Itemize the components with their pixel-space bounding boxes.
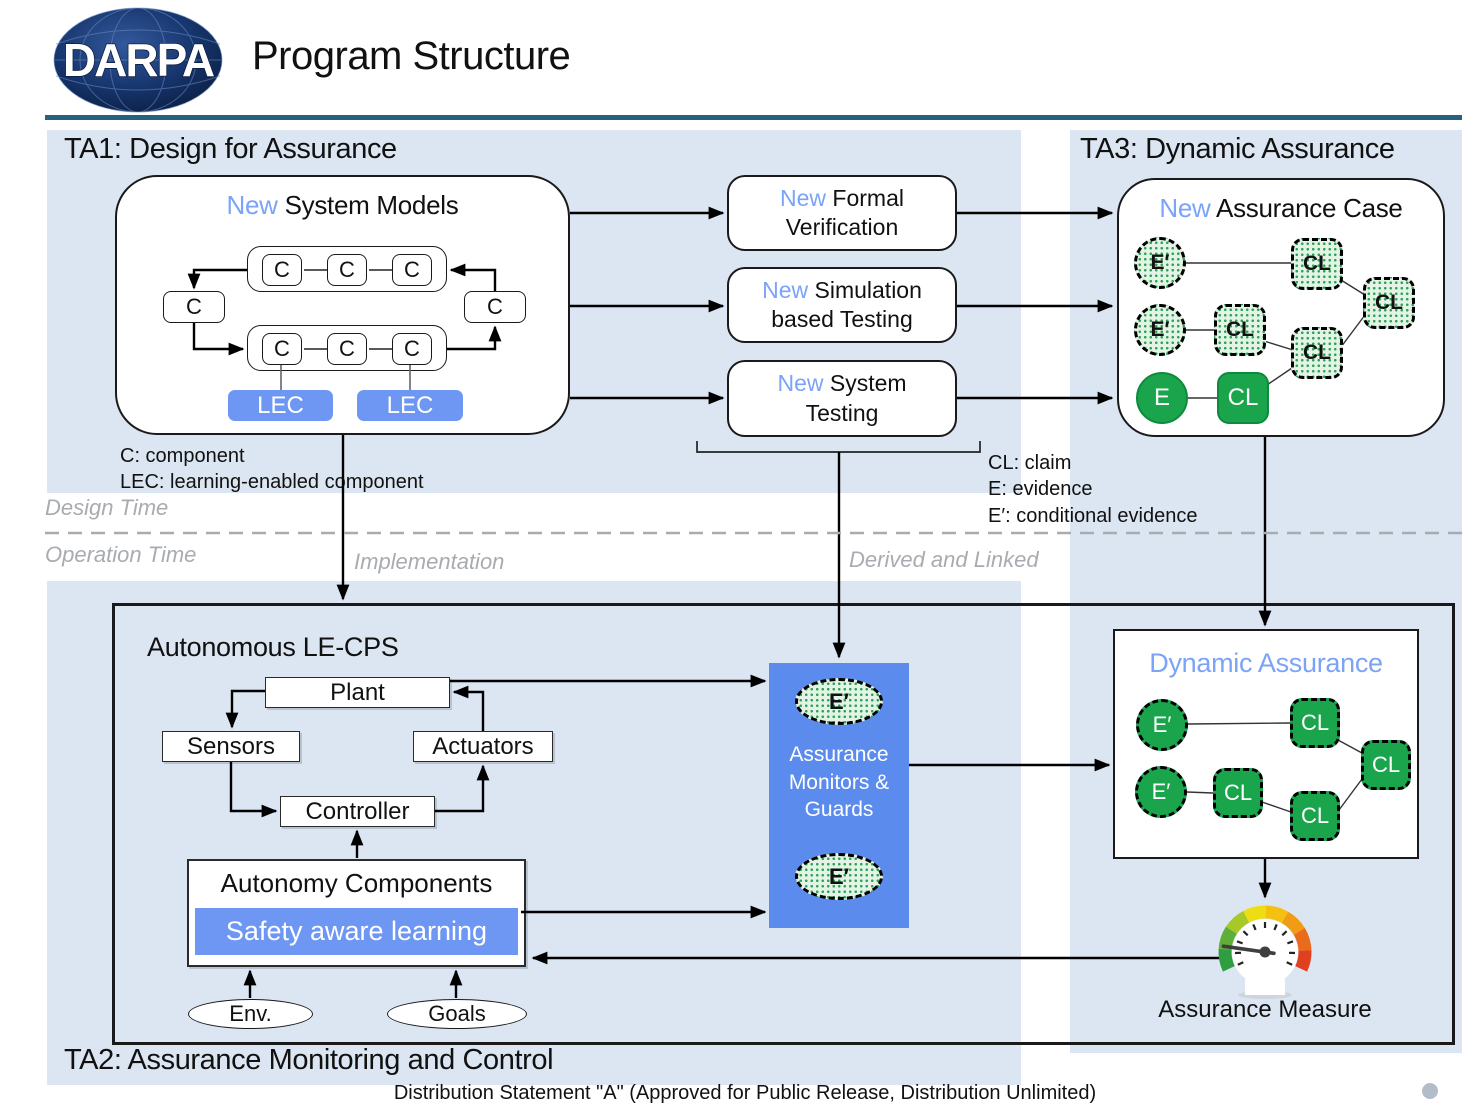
page-number-dot bbox=[1422, 1083, 1438, 1099]
sensors-box: Sensors bbox=[162, 731, 300, 762]
claim-node: CL bbox=[1291, 238, 1343, 290]
system-models-title: New System Models bbox=[115, 190, 570, 221]
evidence-node: E bbox=[1136, 372, 1188, 424]
conditional-evidence-node: E′ bbox=[1134, 237, 1186, 289]
component-node: C bbox=[327, 333, 367, 365]
formal-verification-label: New Formal Verification bbox=[742, 184, 942, 243]
actuators-box: Actuators bbox=[413, 731, 553, 762]
assurance-case-title: New Assurance Case bbox=[1117, 193, 1445, 224]
system-testing-label: New System Testing bbox=[747, 369, 937, 428]
plant-box: Plant bbox=[265, 677, 450, 708]
new-text: New bbox=[762, 277, 808, 303]
claim-node: CL bbox=[1361, 740, 1411, 790]
legend-evidence: E: evidence bbox=[988, 476, 1197, 502]
conditional-evidence-node: E′ bbox=[1136, 699, 1188, 751]
claim-node: CL bbox=[1290, 791, 1340, 841]
implementation-label: Implementation bbox=[354, 549, 504, 575]
ta1-label: TA1: Design for Assurance bbox=[64, 133, 397, 166]
lec-node: LEC bbox=[357, 390, 463, 421]
component-node-left: C bbox=[163, 291, 225, 323]
page-title: Program Structure bbox=[252, 34, 570, 79]
monitors-label: Assurance Monitors & Guards bbox=[769, 741, 909, 824]
new-text: New bbox=[780, 185, 826, 211]
conditional-evidence-ellipse: E′ bbox=[795, 678, 883, 725]
derived-linked-label: Derived and Linked bbox=[849, 547, 1039, 573]
lecps-title: Autonomous LE-CPS bbox=[147, 632, 399, 663]
simulation-testing-box: New Simulation based Testing bbox=[727, 267, 957, 343]
claim-node-solid: CL bbox=[1217, 372, 1269, 424]
component-node: C bbox=[327, 254, 367, 286]
conditional-evidence-node: E′ bbox=[1134, 304, 1186, 356]
simulation-testing-label: New Simulation based Testing bbox=[739, 276, 945, 335]
legend-conditional-evidence: E′: conditional evidence bbox=[988, 503, 1197, 529]
formal-verification-box: New Formal Verification bbox=[727, 175, 957, 251]
system-models-title-rest: System Models bbox=[285, 190, 459, 220]
ta1-legend: C: component LEC: learning-enabled compo… bbox=[120, 443, 424, 496]
svg-text:DARPA: DARPA bbox=[63, 34, 214, 86]
darpa-logo: DARPA bbox=[50, 6, 226, 114]
conditional-evidence-node: E′ bbox=[1135, 766, 1187, 818]
claim-node: CL bbox=[1213, 768, 1263, 818]
component-node: C bbox=[392, 254, 432, 286]
component-node: C bbox=[392, 333, 432, 365]
autonomy-components-title: Autonomy Components bbox=[187, 868, 526, 899]
header-rule bbox=[45, 115, 1462, 120]
design-time-label: Design Time bbox=[45, 495, 168, 521]
legend-component: C: component bbox=[120, 443, 424, 469]
gauge-hub bbox=[1260, 947, 1271, 958]
lec-node: LEC bbox=[228, 390, 333, 421]
assurance-case-title-new: New bbox=[1159, 193, 1210, 223]
component-node: C bbox=[262, 254, 302, 286]
claim-node: CL bbox=[1290, 698, 1340, 748]
monitors-line1: Assurance bbox=[769, 741, 909, 769]
env-ellipse: Env. bbox=[188, 999, 313, 1029]
component-node: C bbox=[262, 333, 302, 365]
ta2-label: TA2: Assurance Monitoring and Control bbox=[64, 1044, 553, 1077]
ta3-label: TA3: Dynamic Assurance bbox=[1080, 133, 1395, 166]
component-node-right: C bbox=[464, 291, 526, 323]
claim-node: CL bbox=[1291, 327, 1343, 379]
conditional-evidence-ellipse: E′ bbox=[795, 853, 883, 900]
claim-node: CL bbox=[1363, 277, 1415, 329]
assurance-case-title-rest: Assurance Case bbox=[1216, 193, 1403, 223]
controller-box: Controller bbox=[280, 796, 435, 827]
safety-aware-learning-bar: Safety aware learning bbox=[195, 908, 518, 955]
new-text: New bbox=[777, 370, 823, 396]
assurance-gauge bbox=[1216, 903, 1314, 1001]
legend-claim: CL: claim bbox=[988, 450, 1197, 476]
system-testing-box: New System Testing bbox=[727, 360, 957, 437]
monitors-line2: Monitors & bbox=[769, 769, 909, 797]
dynamic-assurance-title: Dynamic Assurance bbox=[1113, 648, 1419, 679]
operation-time-label: Operation Time bbox=[45, 542, 196, 568]
ta3-legend: CL: claim E: evidence E′: conditional ev… bbox=[988, 450, 1197, 529]
goals-ellipse: Goals bbox=[387, 999, 527, 1029]
system-models-title-new: New bbox=[227, 190, 278, 220]
distribution-statement: Distribution Statement "A" (Approved for… bbox=[245, 1082, 1245, 1105]
monitors-line3: Guards bbox=[769, 796, 909, 824]
legend-lec: LEC: learning-enabled component bbox=[120, 469, 424, 495]
claim-node: CL bbox=[1214, 304, 1266, 356]
